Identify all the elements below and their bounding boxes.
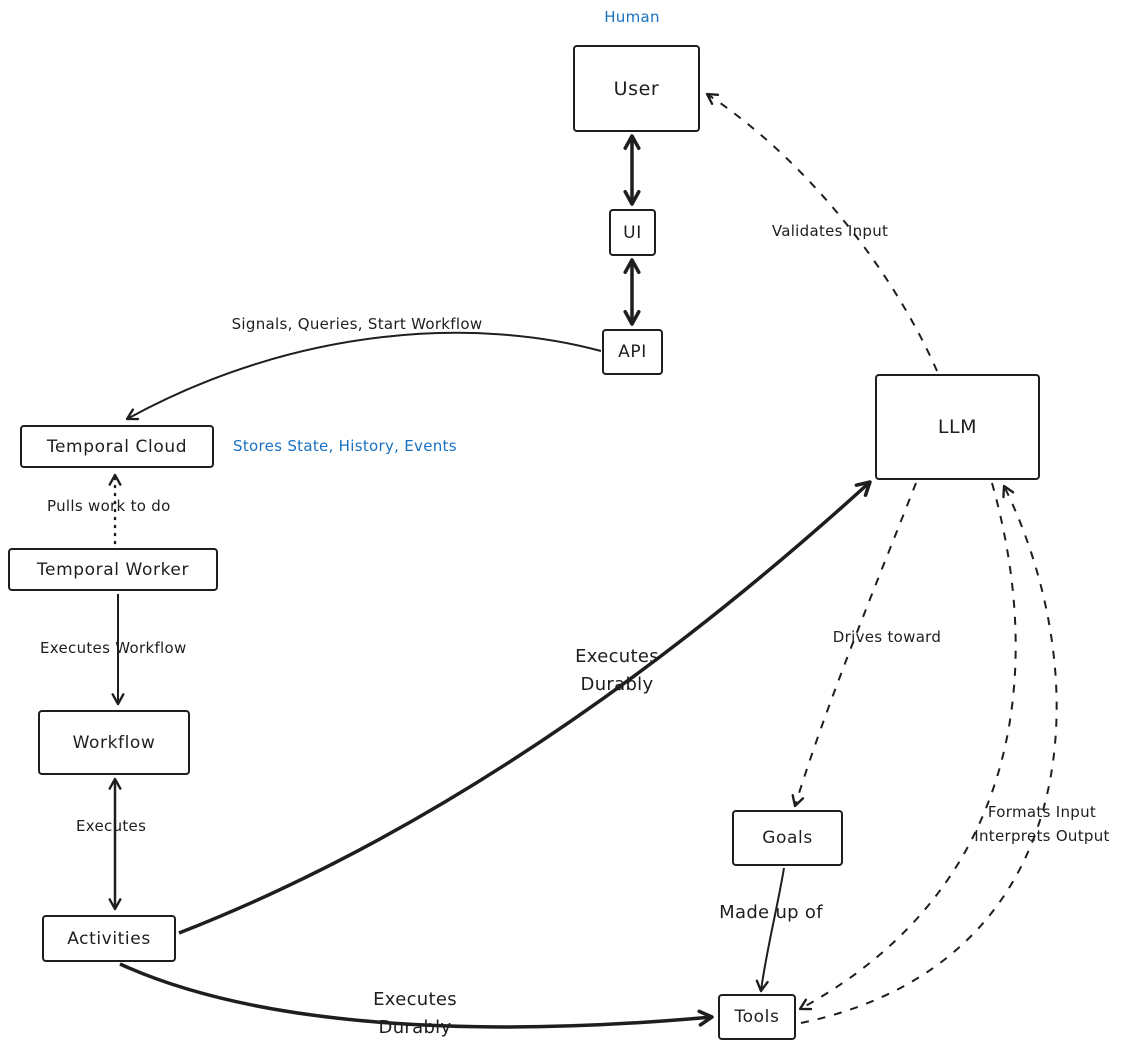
edge-label-executes-durably-tools-line2: Durably <box>378 1016 452 1038</box>
edge-llm-goals[interactable] <box>791 482 917 808</box>
edge-label-validates-input: Validates Input <box>771 222 889 240</box>
node-activities[interactable]: Activities <box>42 915 176 962</box>
edge-api-temporal-cloud[interactable] <box>125 331 602 421</box>
edge-label-formats-input: Formats Input Interprets Output <box>974 800 1109 848</box>
node-llm-label: LLM <box>937 416 978 438</box>
node-workflow-label: Workflow <box>72 732 156 753</box>
edge-label-executes-durably-tools-line1: Executes <box>373 989 457 1010</box>
edge-label-pulls-work: Pulls work to do <box>47 497 171 515</box>
annotation-stores-state: Stores State, History, Events <box>233 437 457 455</box>
node-ui[interactable]: UI <box>609 209 656 256</box>
edge-label-formats-input-line2: Interprets Output <box>974 827 1110 845</box>
node-user-label: User <box>613 77 660 100</box>
edge-label-made-up-of: Made up of <box>719 902 823 923</box>
edge-label-formats-input-line1: Formats Input <box>987 803 1097 821</box>
node-activities-label: Activities <box>67 928 151 949</box>
node-temporal-cloud-label: Temporal Cloud <box>46 436 188 457</box>
edge-label-executes-durably-llm: Executes Durably <box>575 643 659 699</box>
edge-label-signals-queries: Signals, Queries, Start Workflow <box>231 315 483 333</box>
node-llm[interactable]: LLM <box>875 374 1040 480</box>
node-ui-label: UI <box>623 222 642 243</box>
edge-llm-user[interactable] <box>705 92 938 372</box>
edge-activities-tools[interactable] <box>119 962 714 1029</box>
edge-llm-tools[interactable] <box>798 482 1017 1011</box>
edge-label-executes-durably-llm-line2: Durably <box>580 673 654 695</box>
edge-tools-llm[interactable] <box>800 484 1058 1024</box>
annotation-human: Human <box>604 8 660 26</box>
node-goals-label: Goals <box>762 828 813 848</box>
edge-label-drives-toward: Drives toward <box>832 628 942 646</box>
edge-label-executes-durably-llm-line1: Executes <box>575 646 659 667</box>
node-api[interactable]: API <box>602 329 663 375</box>
node-temporal-cloud[interactable]: Temporal Cloud <box>20 425 214 468</box>
edge-goals-tools[interactable] <box>755 867 785 993</box>
node-temporal-worker-label: Temporal Worker <box>36 559 190 580</box>
edge-label-executes-workflow: Executes Workflow <box>40 639 187 657</box>
edge-label-executes: Executes <box>76 817 147 835</box>
node-user[interactable]: User <box>573 45 700 132</box>
node-temporal-worker[interactable]: Temporal Worker <box>8 548 218 591</box>
node-goals[interactable]: Goals <box>732 810 843 866</box>
edge-label-executes-durably-tools: Executes Durably <box>373 986 457 1042</box>
node-workflow[interactable]: Workflow <box>38 710 190 775</box>
node-tools[interactable]: Tools <box>718 994 796 1040</box>
node-api-label: API <box>618 342 647 362</box>
node-tools-label: Tools <box>734 1007 780 1027</box>
edge-activities-llm[interactable] <box>178 480 872 935</box>
